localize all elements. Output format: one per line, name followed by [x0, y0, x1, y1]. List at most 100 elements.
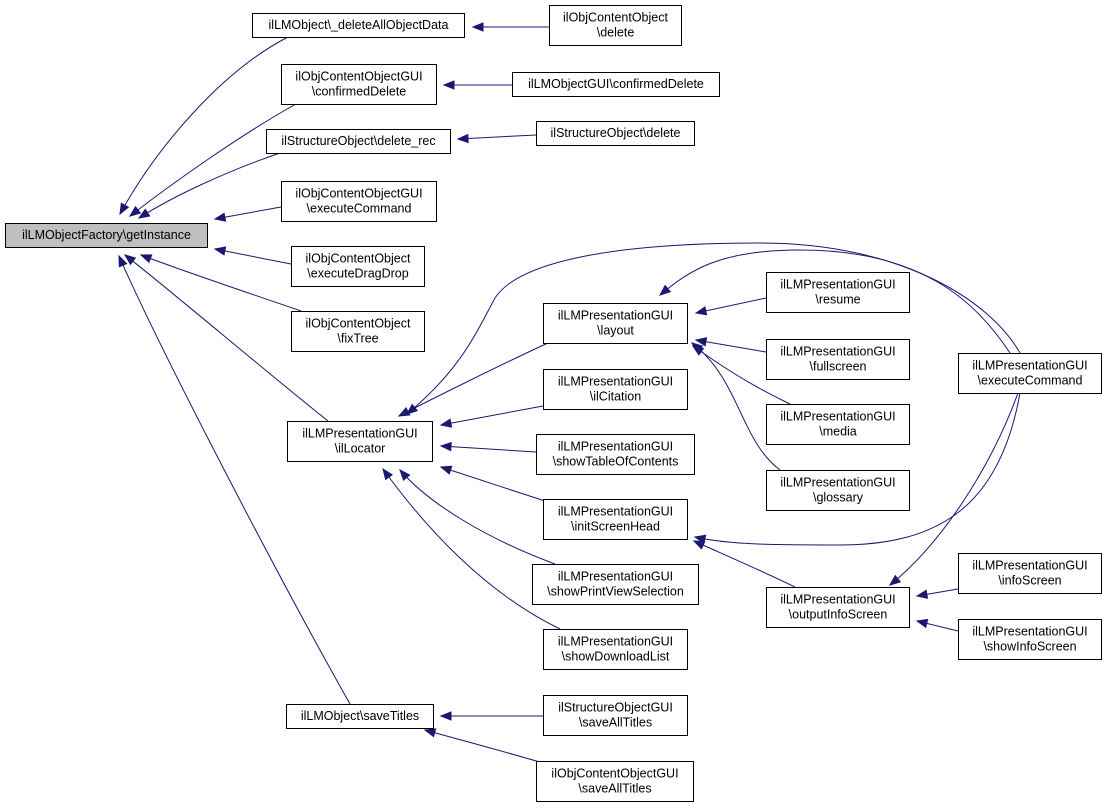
edge-objcontent_dragdrop-to-root: [213, 246, 292, 265]
node-label-line: ilLMPresentationGUI: [780, 278, 895, 292]
node-lmpres-fullscreen[interactable]: ilLMPresentationGUI\fullscreen: [766, 339, 910, 380]
edge-line: [440, 405, 544, 426]
node-box: [512, 72, 720, 97]
node-label-line: ilObjContentObjectGUI: [551, 767, 678, 781]
arrowhead-icon: [915, 618, 929, 629]
node-box: [536, 121, 695, 146]
edge-lmpres_glossary-to-lmpres_layout: [690, 342, 781, 471]
node-box: [766, 587, 910, 628]
node-label-line: ilLMPresentationGUI: [558, 375, 673, 389]
node-lmpres-exec[interactable]: ilLMPresentationGUI\executeCommand: [958, 353, 1102, 394]
node-box: [766, 404, 910, 445]
node-label-line: ilLMPresentationGUI: [558, 505, 673, 519]
node-box: [291, 311, 425, 352]
arrowhead-icon: [382, 467, 394, 481]
node-objcontentgui-saveall[interactable]: ilObjContentObjectGUI\saveAllTitles: [536, 761, 694, 802]
node-label-line: ilObjContentObjectGUI: [295, 187, 422, 201]
node-box: [281, 64, 437, 105]
node-box: [532, 564, 699, 605]
node-label-line: ilStructureObject\delete: [551, 126, 681, 140]
node-box: [266, 129, 451, 154]
node-label-line: ilLMPresentationGUI: [780, 410, 895, 424]
node-label-line: ilLMPresentationGUI: [972, 625, 1087, 639]
node-label-line: \ilCitation: [590, 390, 641, 404]
node-box: [766, 272, 910, 313]
node-lmpres-printview[interactable]: ilLMPresentationGUI\showPrintViewSelecti…: [532, 564, 699, 605]
node-lmpres-outputinfo[interactable]: ilLMPresentationGUI\outputInfoScreen: [766, 587, 910, 628]
node-label-line: \fullscreen: [810, 360, 867, 374]
node-box: [287, 421, 433, 462]
node-structgui-saveall[interactable]: ilStructureObjectGUI\saveAllTitles: [543, 695, 688, 736]
arrowhead-icon: [213, 212, 227, 222]
node-box: [958, 353, 1102, 394]
arrowhead-icon: [690, 342, 704, 354]
node-label-line: ilLMObjectFactory\getInstance: [22, 228, 191, 242]
edge-objcontent_delete-to-lmobj_delete_all: [471, 22, 549, 32]
edge-lmpres_exec-to-lmpres_outputinfo: [888, 392, 1019, 586]
nodes: ilLMObjectFactory\getInstance ilLMObject\…: [5, 5, 1102, 802]
node-lmobj-delete-all[interactable]: ilLMObject\_deleteAllObjectData: [252, 13, 465, 38]
node-lmobj-savetitles[interactable]: ilLMObject\saveTitles: [286, 704, 434, 729]
edge-line: [398, 342, 549, 417]
node-structobj-delete-rec[interactable]: ilStructureObject\delete_rec: [266, 129, 451, 154]
node-lmpres-toc[interactable]: ilLMPresentationGUI\showTableOfContents: [536, 434, 695, 475]
arrowhead-icon: [692, 540, 706, 550]
node-box: [536, 434, 695, 475]
edge-lmpres_toc-to-lmpres_locator: [439, 441, 537, 453]
edge-lmpres_citation-to-lmpres_locator: [439, 405, 544, 428]
node-lmpres-download[interactable]: ilLMPresentationGUI\showDownloadList: [543, 629, 688, 670]
node-label-line: ilLMPresentationGUI: [780, 593, 895, 607]
edge-lmpres_infoscreen-to-lmpres_outputinfo: [915, 588, 959, 599]
node-objcontent-delete[interactable]: ilObjContentObject\delete: [549, 5, 682, 46]
node-label-line: \glossary: [813, 491, 864, 505]
arrowhead-icon: [694, 337, 708, 347]
edge-line: [399, 469, 556, 565]
edge-objcontentgui_exec-to-root: [213, 206, 282, 222]
edge-lmpres_outputinfo-to-lmpres_initscreen: [692, 540, 796, 588]
arrowhead-icon: [399, 468, 411, 482]
node-lmpres-showinfo[interactable]: ilLMPresentationGUI\showInfoScreen: [958, 619, 1102, 660]
node-box: [958, 619, 1102, 660]
edge-lmpres_resume-to-lmpres_layout: [694, 297, 767, 316]
node-lmpres-initscreen[interactable]: ilLMPresentationGUI\initScreenHead: [543, 499, 688, 540]
node-box: [252, 13, 465, 38]
edge-lmpres_fullscreen-to-lmpres_layout: [694, 337, 767, 353]
node-box: [543, 369, 688, 410]
node-objcontentgui-exec[interactable]: ilObjContentObjectGUI\executeCommand: [281, 181, 437, 222]
node-objcontent-dragdrop[interactable]: ilObjContentObject\executeDragDrop: [291, 246, 425, 287]
node-box: [549, 5, 682, 46]
node-box: [281, 181, 437, 222]
node-label-line: ilLMPresentationGUI: [972, 359, 1087, 373]
edge-line: [695, 339, 767, 353]
node-label-line: ilObjContentObjectGUI: [295, 70, 422, 84]
node-box: [766, 339, 910, 380]
node-label-line: \media: [819, 425, 857, 439]
edge-lmpres_exec-to-lmpres_layout: [658, 249, 1011, 354]
node-lmobjgui-confirmed[interactable]: ilLMObjectGUI\confirmedDelete: [512, 72, 720, 97]
node-structobj-delete[interactable]: ilStructureObject\delete: [536, 121, 695, 146]
edge-line: [118, 255, 351, 705]
node-lmpres-locator[interactable]: ilLMPresentationGUI\ilLocator: [287, 421, 433, 462]
node-label-line: ilObjContentObject: [306, 317, 411, 331]
node-objcontentgui-confirmed[interactable]: ilObjContentObjectGUI\confirmedDelete: [281, 64, 437, 105]
node-lmpres-resume[interactable]: ilLMPresentationGUI\resume: [766, 272, 910, 313]
node-lmpres-layout[interactable]: ilLMPresentationGUI\layout: [543, 303, 688, 344]
node-root[interactable]: ilLMObjectFactory\getInstance: [5, 223, 208, 248]
node-label-line: ilLMObjectGUI\confirmedDelete: [528, 77, 704, 91]
node-lmpres-infoscreen[interactable]: ilLMPresentationGUI\infoScreen: [958, 553, 1102, 594]
node-box: [766, 470, 910, 511]
edge-line: [691, 342, 781, 471]
node-lmpres-media[interactable]: ilLMPresentationGUI\media: [766, 404, 910, 445]
node-lmpres-glossary[interactable]: ilLMPresentationGUI\glossary: [766, 470, 910, 511]
node-box: [543, 695, 688, 736]
node-label-line: \showPrintViewSelection: [547, 585, 684, 599]
node-box: [543, 499, 688, 540]
node-label-line: \layout: [597, 324, 634, 338]
arrowhead-icon: [213, 246, 227, 256]
node-lmpres-citation[interactable]: ilLMPresentationGUI\ilCitation: [543, 369, 688, 410]
edge-lmpres_printview-to-lmpres_locator: [399, 468, 556, 565]
arrowhead-icon: [139, 254, 153, 264]
edge-line: [659, 249, 1011, 354]
node-objcontent-fixtree[interactable]: ilObjContentObject\fixTree: [291, 311, 425, 352]
